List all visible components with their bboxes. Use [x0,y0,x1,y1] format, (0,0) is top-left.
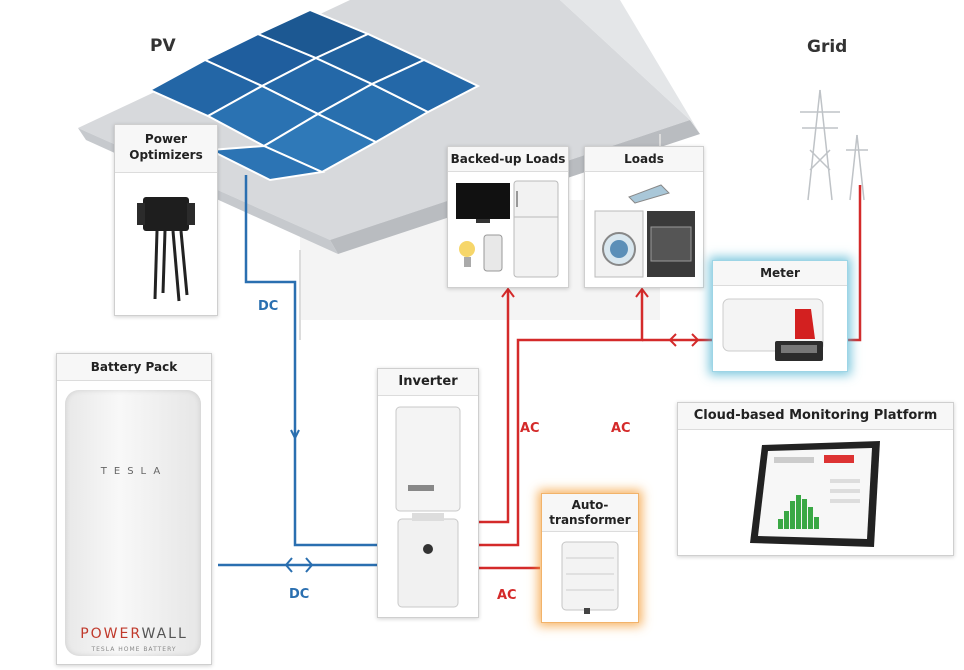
autotransformer-device-icon [561,541,619,614]
tablet-dashboard-icon [750,441,880,547]
backed-up-loads-card: Backed-up Loads [447,146,569,288]
ac-loads-label: AC [611,421,631,436]
dc-pv-label: DC [258,299,279,314]
battery-pack-title: Battery Pack [57,354,211,381]
inverter-device-icon [395,406,461,608]
pylon-icon [800,89,868,201]
battery-pack-card: Battery Pack TESLA POWERWALL TESLA HOME … [56,353,212,665]
backed-up-loads-title: Backed-up Loads [448,147,568,172]
optimizer-device-icon [137,197,195,302]
loads-appliances-icon [594,184,695,278]
powerwall-tagline: TESLA HOME BATTERY [91,646,177,653]
loads-title: Loads [585,147,703,172]
grid-title: Grid [807,37,848,57]
meter-card: Meter [712,260,848,372]
dc-battery-label: DC [289,587,310,602]
powerwall-unit [65,390,201,656]
tesla-brand-text: TESLA [100,466,168,477]
autotransformer-card: Auto- transformer [541,493,639,623]
inverter-title: Inverter [378,369,478,396]
inverter-card: Inverter [377,368,479,618]
power-optimizers-title: Power Optimizers [115,125,217,173]
appliances-icon [456,180,559,278]
loads-card: Loads [584,146,704,288]
meter-device-icon [722,298,824,361]
meter-title: Meter [713,261,847,286]
powerwall-logo-prefix: POWER [80,626,142,642]
autotransformer-title: Auto- transformer [542,494,638,532]
cloud-platform-card: Cloud-based Monitoring Platform [677,402,954,556]
pv-title: PV [150,36,176,56]
powerwall-logo: POWERWALL [57,626,211,642]
ac-transformer-label: AC [497,588,517,603]
power-optimizers-card: Power Optimizers [114,124,218,316]
solar-panel-array [147,8,481,182]
powerwall-logo-suffix: WALL [141,626,188,642]
cloud-platform-title: Cloud-based Monitoring Platform [678,403,953,430]
ac-backed-up-label: AC [520,421,540,436]
